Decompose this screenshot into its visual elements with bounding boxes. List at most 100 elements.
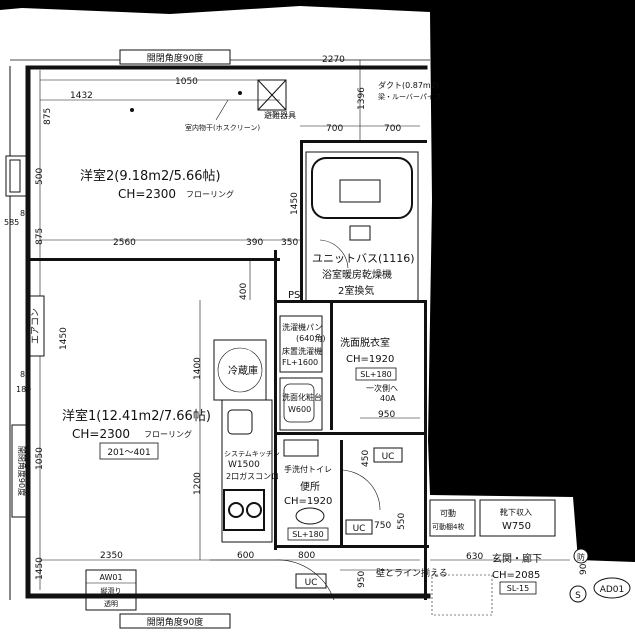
evac-hatch bbox=[257, 79, 287, 111]
dimension-lines bbox=[40, 60, 570, 571]
s-mark bbox=[569, 585, 587, 603]
breaker-label-1: 一次側へ bbox=[366, 383, 398, 393]
dim-500: 500 bbox=[35, 168, 45, 185]
dim-400: 400 bbox=[239, 283, 249, 300]
vanity bbox=[279, 377, 323, 431]
dim-2560: 2560 bbox=[113, 238, 136, 248]
washer-label-4: FL+1600 bbox=[282, 358, 318, 367]
washer-label-3: 床置洗濯機 bbox=[282, 346, 322, 356]
bottom-window bbox=[119, 613, 231, 629]
wall-note: 壁とライン揃える bbox=[376, 567, 448, 579]
dim-85a: 85 bbox=[20, 209, 30, 218]
ad-box bbox=[593, 577, 631, 599]
uc-box-1 bbox=[373, 447, 403, 463]
uc-box-2 bbox=[345, 519, 373, 535]
uc-box-3 bbox=[295, 573, 327, 589]
dim-875a: 875 bbox=[43, 108, 53, 125]
shoe-label-1: 可動 bbox=[440, 509, 456, 518]
uc-label-1: UC bbox=[382, 452, 395, 462]
dim-550: 550 bbox=[397, 513, 407, 530]
room1-floor: フローリング bbox=[144, 429, 192, 439]
shoe-box-label-1: 靴下収入 bbox=[500, 507, 532, 517]
washer-pan bbox=[279, 315, 323, 373]
room2: 洋室2(9.18m2/5.66帖) CH=2300 フローリング bbox=[80, 168, 234, 201]
room1-code: 201～401 bbox=[107, 448, 150, 458]
vanity-label-2: W600 bbox=[288, 405, 311, 414]
entrance-grid bbox=[431, 574, 493, 616]
dim-450: 450 bbox=[361, 450, 371, 467]
dimension-texts: 2270 1050 1432 875 1396 700 700 500 1450… bbox=[4, 55, 589, 588]
dim-900: 900 bbox=[579, 558, 589, 575]
plan-paper bbox=[0, 6, 635, 640]
left-upper-window bbox=[5, 155, 27, 197]
dim-350: 350 bbox=[281, 238, 298, 248]
dim-1450b: 1450 bbox=[59, 327, 69, 350]
duct-label-1: ダクト(0.87m2) bbox=[378, 80, 439, 90]
toilet-sink bbox=[283, 439, 319, 457]
entrance-sl-box bbox=[499, 581, 537, 595]
dim-600: 600 bbox=[237, 551, 254, 561]
bath-drain bbox=[339, 179, 381, 203]
wash-room-ch: CH=1920 bbox=[346, 354, 394, 365]
washer-label-1: 洗濯機パン bbox=[282, 322, 322, 332]
washer-label-2: (640角) bbox=[296, 333, 326, 343]
shoe-label-2: 可動棚4枚 bbox=[432, 522, 464, 531]
door-arc-bath bbox=[319, 239, 349, 269]
entrance-sl: SL-15 bbox=[507, 584, 529, 593]
fridge-label: 冷蔵庫 bbox=[228, 364, 258, 377]
bath-sub1: 浴室暖房乾燥機 bbox=[322, 268, 392, 281]
kitchen-label-2: W1500 bbox=[228, 460, 260, 470]
bath-sub2: 2室換気 bbox=[338, 284, 374, 297]
toilet-name: 便所 bbox=[300, 480, 320, 493]
wash-room-name: 洗面脱衣室 bbox=[340, 336, 390, 349]
aw-line-2: 縦滑り bbox=[101, 586, 122, 595]
bathtub bbox=[311, 157, 413, 219]
aircon-label: エアコン bbox=[31, 308, 41, 344]
hanger-point-2 bbox=[238, 91, 242, 95]
wash-sl-box bbox=[355, 367, 397, 381]
bottom-window-label: 開閉角度90度 bbox=[147, 616, 203, 628]
ad-code: AD01 bbox=[600, 585, 625, 595]
kitchen-sink bbox=[227, 409, 253, 435]
toilet-ch: CH=1920 bbox=[284, 496, 332, 507]
dim-950: 950 bbox=[378, 410, 395, 420]
dim-390: 390 bbox=[246, 238, 263, 248]
entrance-name: 玄関・廊下 bbox=[492, 552, 542, 565]
toilet-sl: SL+180 bbox=[292, 530, 324, 539]
room2-ch: CH=2300 bbox=[118, 187, 176, 201]
vanity-label-1: 洗面化粧台 bbox=[282, 392, 322, 402]
toilet-sl-box bbox=[287, 527, 329, 541]
stove-burner-2 bbox=[246, 502, 262, 518]
dim-630: 630 bbox=[466, 552, 483, 562]
shoe-box bbox=[479, 499, 556, 537]
dim-875b: 875 bbox=[35, 228, 45, 245]
door-arc-wash bbox=[339, 469, 381, 511]
dim-85b: 85 bbox=[20, 370, 30, 379]
aircon-unit bbox=[29, 295, 45, 357]
room1: 洋室1(12.41m2/7.66帖) CH=2300 フローリング 201～40… bbox=[62, 408, 211, 460]
dim-585: 585 bbox=[4, 218, 19, 227]
ps-label: PS bbox=[288, 290, 300, 301]
dim-800: 800 bbox=[298, 551, 315, 561]
top-window bbox=[119, 49, 231, 65]
dim-2350: 2350 bbox=[100, 551, 123, 561]
aw-code: AW01 bbox=[99, 573, 122, 582]
room2-floor: フローリング bbox=[186, 189, 234, 199]
kitchen-stove bbox=[223, 489, 265, 531]
fridge-arc bbox=[217, 347, 263, 393]
left-upper-window-inner bbox=[9, 159, 21, 193]
dim-950b: 950 bbox=[357, 571, 367, 588]
wash-sl: SL+180 bbox=[360, 370, 392, 379]
aw-line-3: 透明 bbox=[104, 600, 118, 608]
fire-mark bbox=[573, 548, 589, 564]
dim-1396: 1396 bbox=[357, 87, 367, 110]
fire-mark-label: 防 bbox=[577, 552, 585, 562]
shoe-box-label-2: W750 bbox=[502, 521, 531, 532]
dim-700a: 700 bbox=[326, 124, 343, 134]
entrance-ch: CH=2085 bbox=[492, 570, 540, 581]
unit-bath: ユニットバス(1116) 浴室暖房乾燥機 2室換気 bbox=[305, 151, 419, 303]
hanger-point-1 bbox=[130, 108, 134, 112]
dim-1200: 1200 bbox=[193, 472, 203, 495]
door-arc-room1 bbox=[273, 559, 335, 601]
bath-faucet bbox=[349, 225, 371, 241]
